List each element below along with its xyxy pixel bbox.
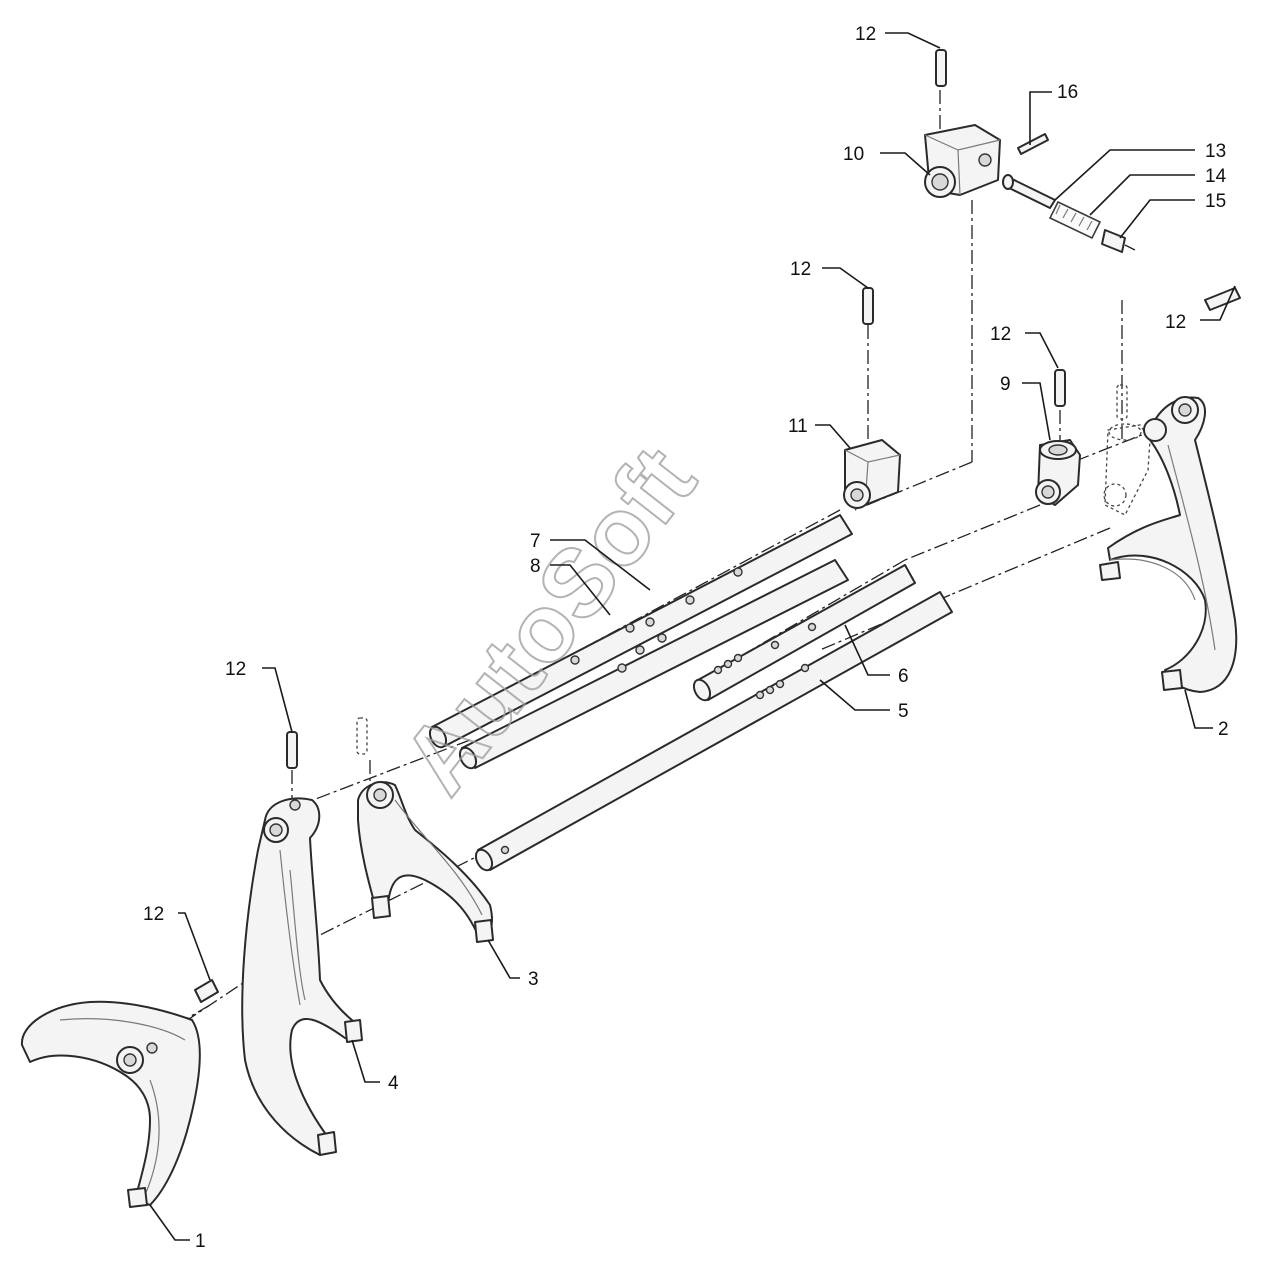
callout-9: 9: [1000, 374, 1011, 395]
selector-block-10: [924, 124, 1001, 198]
callout-10: 10: [843, 144, 864, 165]
selector-11: [843, 439, 901, 509]
roll-pin-12-top: [935, 49, 947, 87]
detent-spring-14: [1048, 200, 1102, 240]
callout-7: 7: [530, 531, 541, 552]
shift-rod-8: [458, 559, 849, 770]
callout-12: 12: [143, 904, 164, 925]
callout-13: 13: [1205, 141, 1226, 162]
callout-16: 16: [1057, 82, 1078, 103]
callout-12: 12: [855, 24, 876, 45]
detent-plug-15: [1101, 229, 1136, 253]
callout-3: 3: [528, 969, 539, 990]
roll-pin-12-fork3: [356, 717, 368, 755]
callout-12: 12: [1165, 312, 1186, 333]
roll-pin-12-ghost: [1116, 384, 1128, 420]
shift-rod-7: [428, 514, 853, 749]
roll-pin-12-fork4: [286, 731, 298, 769]
roll-pin-12-fork1: [194, 979, 219, 1003]
leader-lines: [149, 32, 1236, 1241]
shift-rod-5: [474, 591, 953, 872]
shift-fork-2: [1099, 396, 1238, 693]
callout-15: 15: [1205, 191, 1226, 212]
roll-pin-12-selector11: [862, 287, 874, 325]
callout-14: 14: [1205, 166, 1227, 187]
shift-fork-3: [357, 781, 494, 943]
callout-2: 2: [1218, 719, 1229, 740]
callout-8: 8: [530, 556, 541, 577]
callout-1: 1: [195, 1231, 206, 1252]
ghost-selector: [1103, 423, 1151, 516]
callout-12: 12: [990, 324, 1011, 345]
callout-12: 12: [790, 259, 811, 280]
shift-rod-6: [692, 564, 916, 702]
callout-12: 12: [225, 659, 246, 680]
roll-pin-16: [1017, 133, 1049, 155]
callout-5: 5: [898, 701, 909, 722]
shift-fork-4: [241, 797, 363, 1156]
selector-9: [1035, 439, 1081, 506]
detent-plunger-13: [1002, 174, 1056, 209]
callout-6: 6: [898, 666, 909, 687]
roll-pin-12-selector9: [1054, 369, 1066, 407]
callout-11: 11: [788, 416, 808, 437]
callout-4: 4: [388, 1073, 399, 1094]
callout-labels: 12 16 10 13 14 15 12 12 12 9 11 7 8 6 5 …: [143, 24, 1229, 1252]
roll-pin-12-fork2: [1204, 287, 1241, 311]
shift-fork-1: [20, 1000, 201, 1208]
